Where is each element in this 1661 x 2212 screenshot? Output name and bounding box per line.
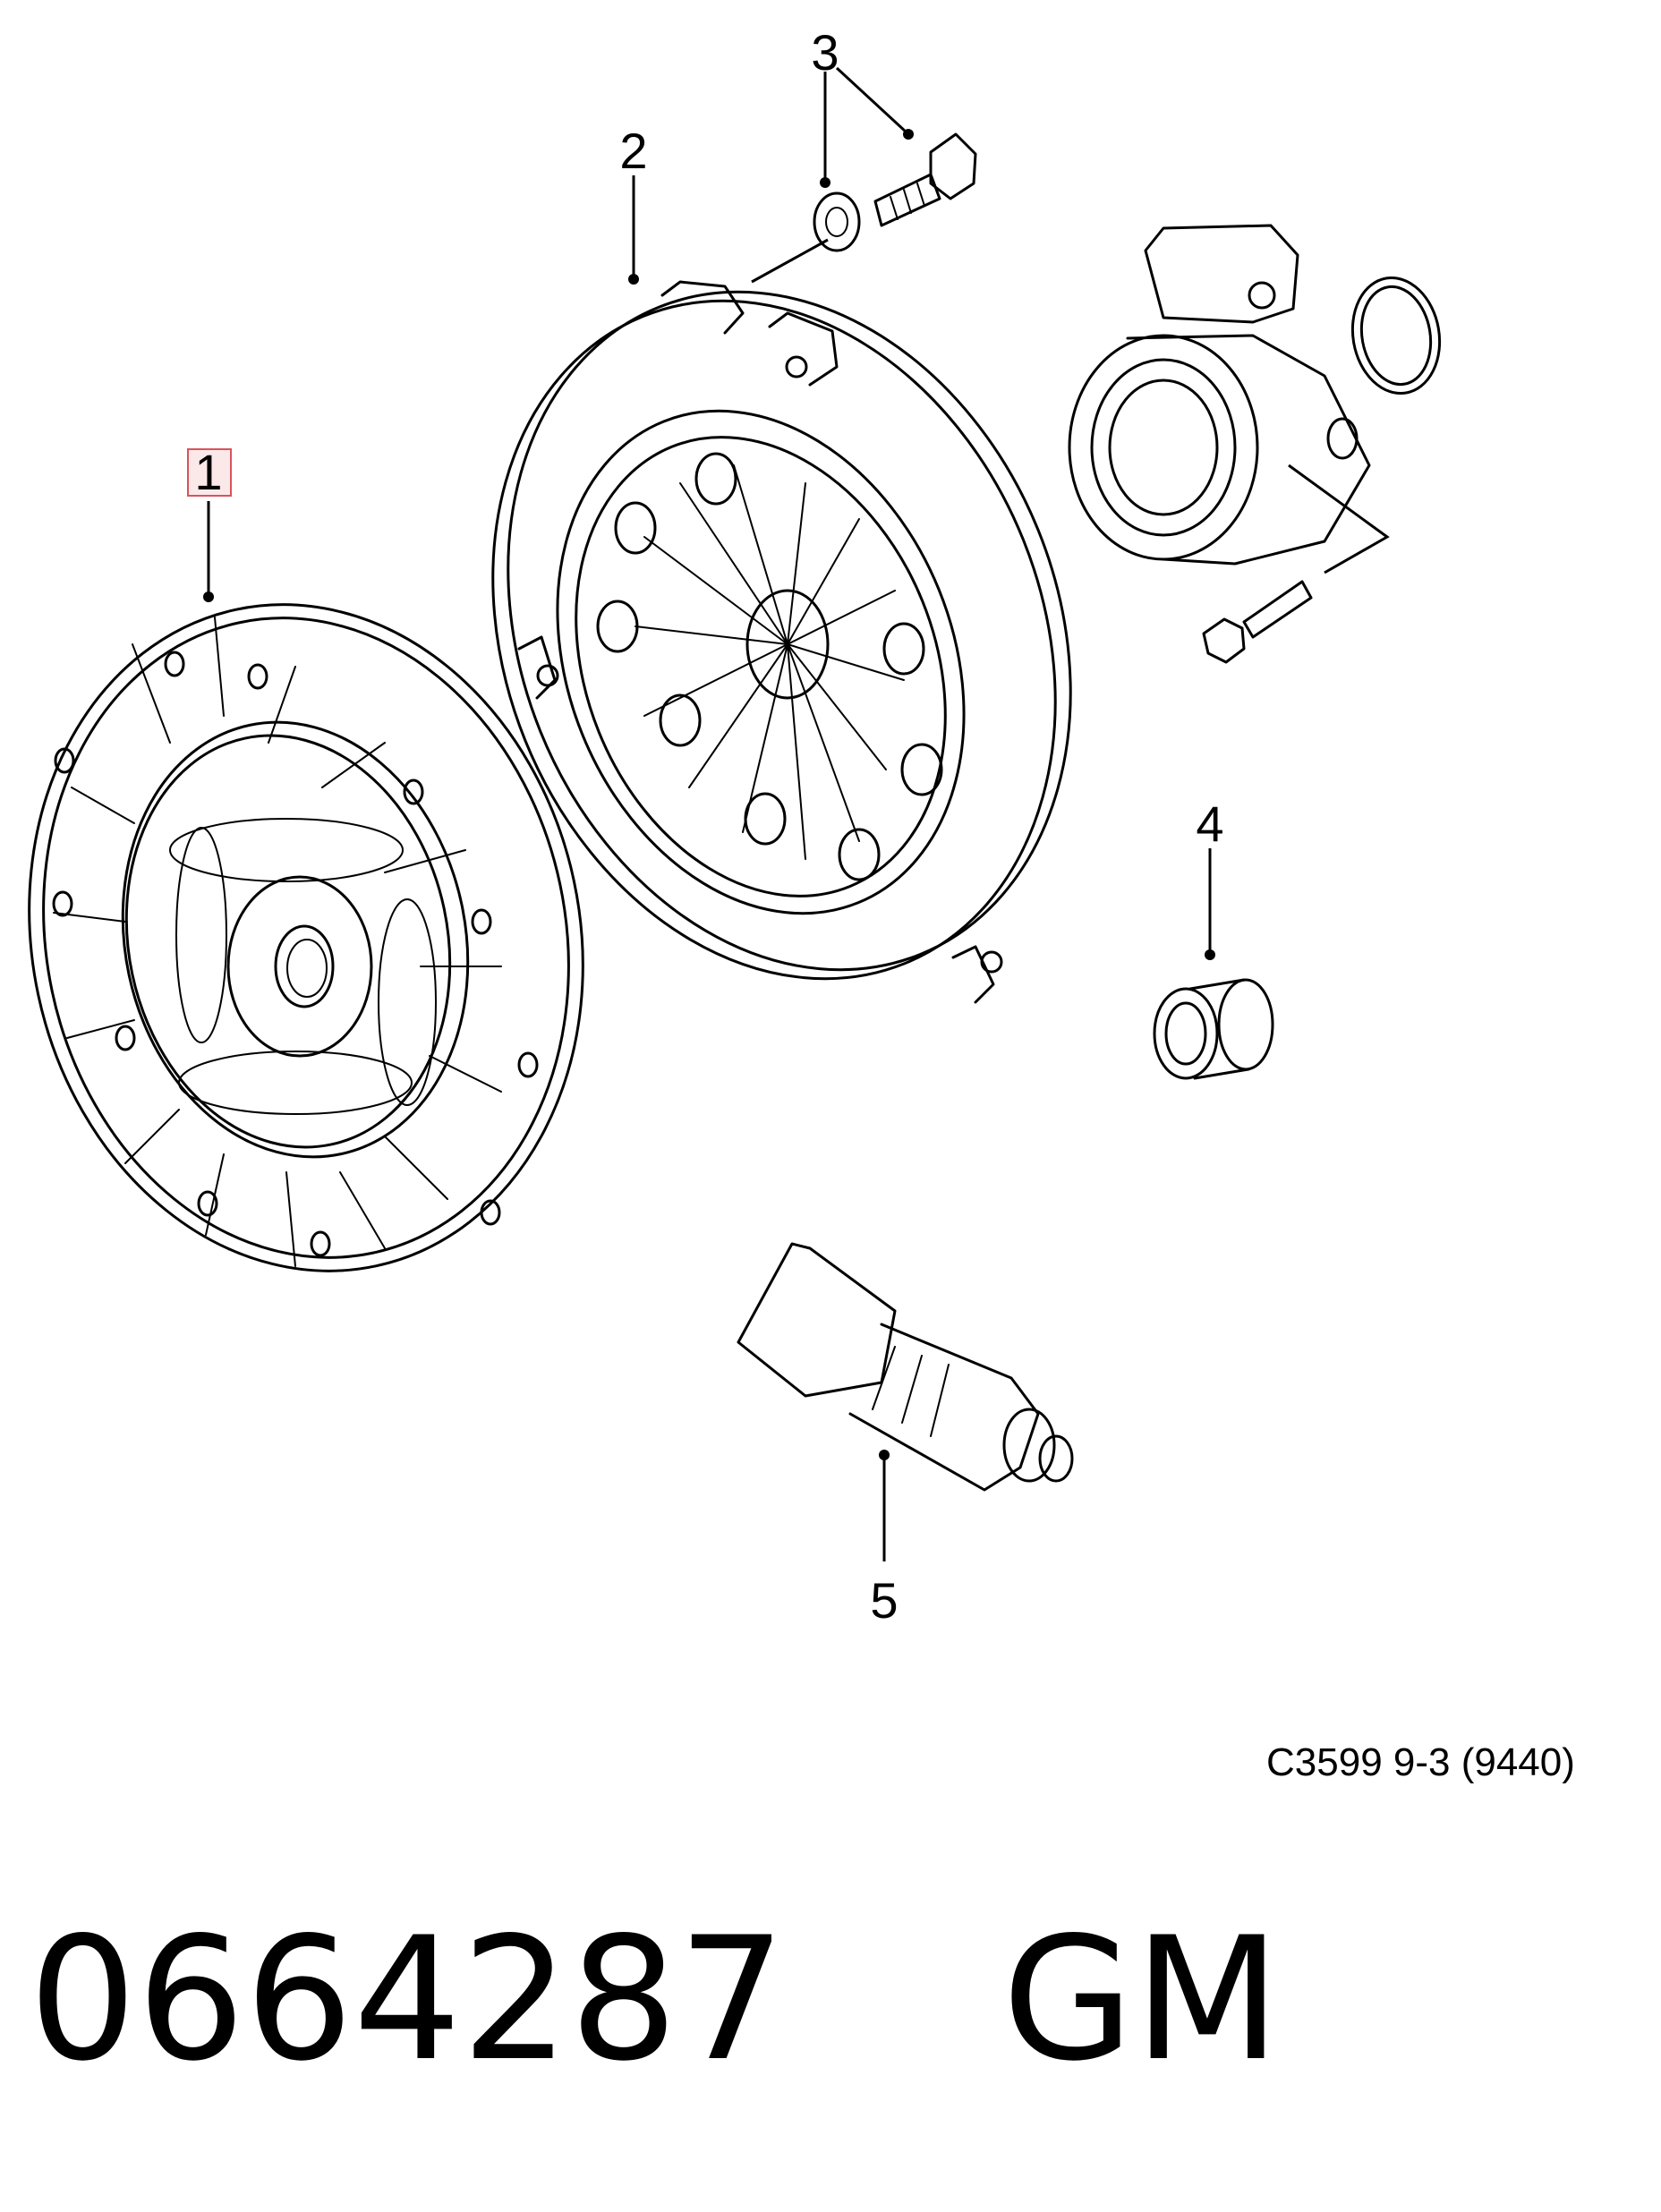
part-number: 0664287 GM [29,1901,1281,2098]
pressure-plate [491,280,1072,1004]
callout-3: 3 [811,24,839,81]
callout-2: 2 [619,123,647,179]
clutch-disc [28,603,584,1272]
pilot-bushing [1153,978,1274,1080]
bolt-and-washer [751,132,977,284]
figure-code: C3599 9-3 (9440) [1266,1740,1575,1784]
callout-5: 5 [870,1572,898,1629]
callout-1: 1 [194,444,222,500]
release-bearing-cylinder [1068,224,1442,664]
grease-tube [737,1242,1074,1492]
callout-leaders [203,66,1215,1561]
callout-1-highlight [187,448,232,497]
callout-4: 4 [1196,795,1223,852]
